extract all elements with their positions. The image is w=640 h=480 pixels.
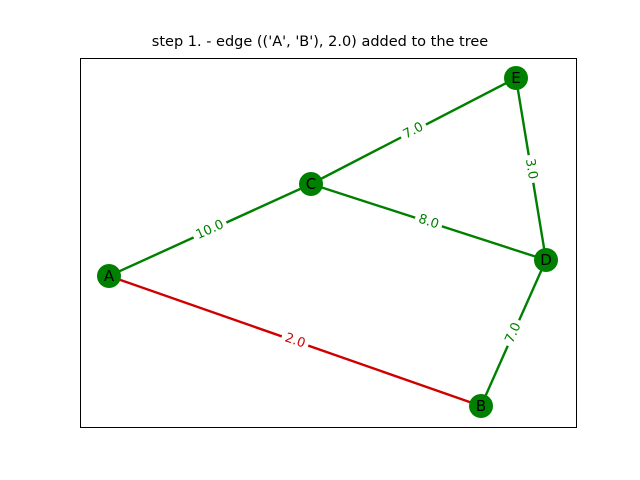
edge-weight-background: [279, 328, 311, 354]
edge-weight-label-A-C: 10.0: [190, 215, 230, 245]
node-B: B: [469, 394, 493, 418]
edge-weight-text: 3.0: [522, 158, 540, 181]
nodes-layer: A B C D E: [97, 66, 558, 418]
node-circle: [299, 172, 323, 196]
plot-frame: [80, 58, 577, 428]
edge-weight-label-D-B: 7.0: [500, 316, 527, 350]
edges-layer: [108, 76, 548, 408]
edge-weight-text: 2.0: [283, 331, 307, 352]
node-circle: [469, 394, 493, 418]
edge-weight-label-E-D: 3.0: [520, 153, 542, 185]
figure-title: step 1. - edge (('A', 'B'), 2.0) added t…: [151, 34, 489, 50]
edge-weight-label-A-B: 2.0: [279, 328, 311, 354]
edge-weight-background: [520, 153, 542, 185]
edge-weight-label-C-E: 7.0: [397, 117, 430, 145]
edge-weight-background: [397, 117, 430, 145]
node-circle: [534, 248, 558, 272]
edge-labels-layer: 10.0 2.0 7.0 8.0 3.0 7.0: [190, 117, 542, 354]
node-A: A: [97, 264, 121, 288]
edge-weight-label-C-D: 8.0: [412, 210, 445, 234]
node-label: D: [540, 251, 552, 269]
node-label: A: [104, 267, 115, 285]
node-D: D: [534, 248, 558, 272]
node-E: E: [504, 66, 528, 90]
node-label: B: [476, 397, 486, 415]
node-C: C: [299, 172, 323, 196]
node-label: E: [511, 69, 520, 87]
edge-weight-text: 8.0: [416, 212, 440, 233]
edge-weight-background: [412, 210, 445, 234]
edge-weight-background: [500, 316, 527, 350]
node-label: C: [306, 175, 316, 193]
node-circle: [504, 66, 528, 90]
edge-weight-background: [190, 215, 230, 245]
node-circle: [97, 264, 121, 288]
edge-weight-text: 10.0: [194, 217, 227, 243]
